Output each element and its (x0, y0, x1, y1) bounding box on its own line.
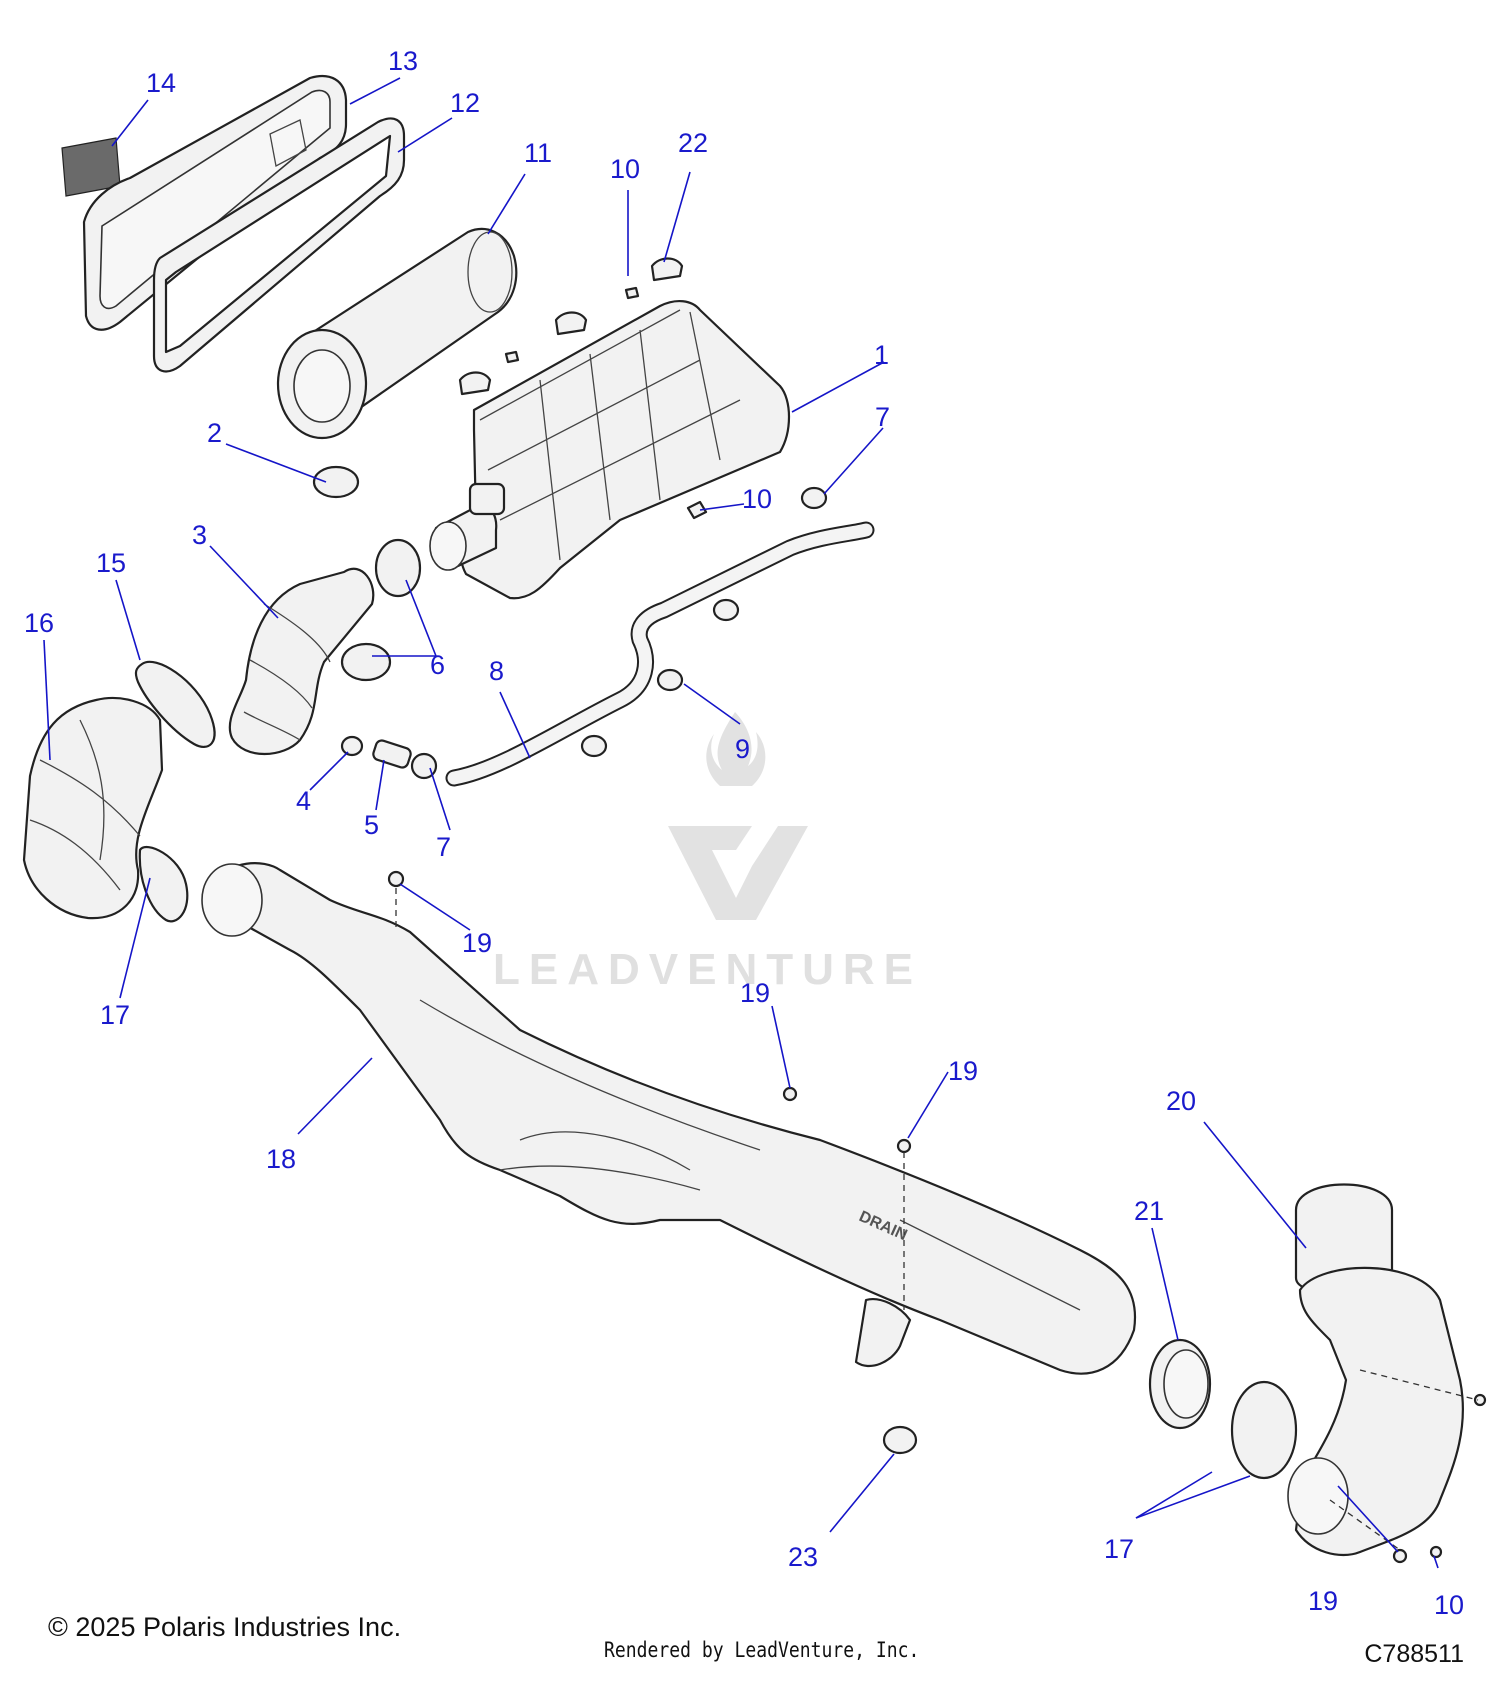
callout-12: 12 (450, 88, 480, 118)
callout-14: 14 (146, 68, 176, 98)
callout-19: 19 (948, 1056, 978, 1086)
callout-13: 13 (388, 46, 418, 76)
drain-plug (882, 1425, 918, 1455)
callout-19: 19 (1308, 1586, 1338, 1616)
clamp-17a (138, 845, 189, 923)
leader-lines (43, 77, 1439, 1569)
rendered-by-credit: Rendered by LeadVenture, Inc. (604, 1638, 920, 1662)
large-intake-elbow (22, 696, 164, 920)
callout-5: 5 (364, 810, 379, 840)
hose-clamps (410, 486, 828, 780)
callout-10: 10 (742, 484, 772, 514)
callout-10: 10 (610, 154, 640, 184)
callout-7: 7 (875, 402, 890, 432)
intake-clamps (340, 538, 422, 682)
callout-4: 4 (296, 786, 311, 816)
intake-duct-elbow (228, 567, 375, 756)
callout-19: 19 (462, 928, 492, 958)
callout-3: 3 (192, 520, 207, 550)
airbox (429, 300, 790, 600)
callout-11: 11 (524, 138, 552, 168)
callout-9: 9 (735, 734, 750, 764)
coupler (1148, 1338, 1212, 1430)
bolt (686, 500, 708, 520)
callouts: 1 2 3 4 5 6 7 7 8 9 10 10 10 11 12 13 14… (24, 46, 1464, 1620)
airbox-cover (82, 74, 348, 331)
watermark-text: LEADVENTURE (493, 945, 922, 994)
clamp-17b (1230, 1380, 1298, 1480)
callout-17: 17 (1104, 1534, 1134, 1564)
callout-16: 16 (24, 608, 54, 638)
install-line (1359, 1369, 1479, 1401)
callout-18: 18 (266, 1144, 296, 1174)
leadventure-watermark: LEADVENTURE (493, 712, 922, 994)
clamp-15 (134, 660, 216, 748)
snorkel (1287, 1183, 1464, 1557)
callout-19: 19 (740, 978, 770, 1008)
callout-20: 20 (1166, 1086, 1196, 1116)
callout-10: 10 (1434, 1590, 1464, 1620)
callout-2: 2 (207, 418, 222, 448)
callout-7: 7 (436, 832, 451, 862)
copyright-notice: © 2025 Polaris Industries Inc. (48, 1612, 402, 1642)
callout-15: 15 (96, 548, 126, 578)
callout-17: 17 (100, 1000, 130, 1030)
callout-6: 6 (430, 650, 445, 680)
clips (458, 257, 684, 396)
fitting (340, 735, 364, 757)
callout-1: 1 (874, 340, 889, 370)
airbox-seal (152, 117, 406, 373)
connector (372, 739, 412, 769)
callout-8: 8 (489, 656, 504, 686)
callout-23: 23 (788, 1542, 818, 1572)
callout-21: 21 (1134, 1196, 1164, 1226)
callout-22: 22 (678, 128, 708, 158)
plug (312, 465, 360, 499)
main-intake-tube: DRAIN (201, 862, 1137, 1375)
diagram-reference-code: C788511 (1364, 1640, 1464, 1668)
